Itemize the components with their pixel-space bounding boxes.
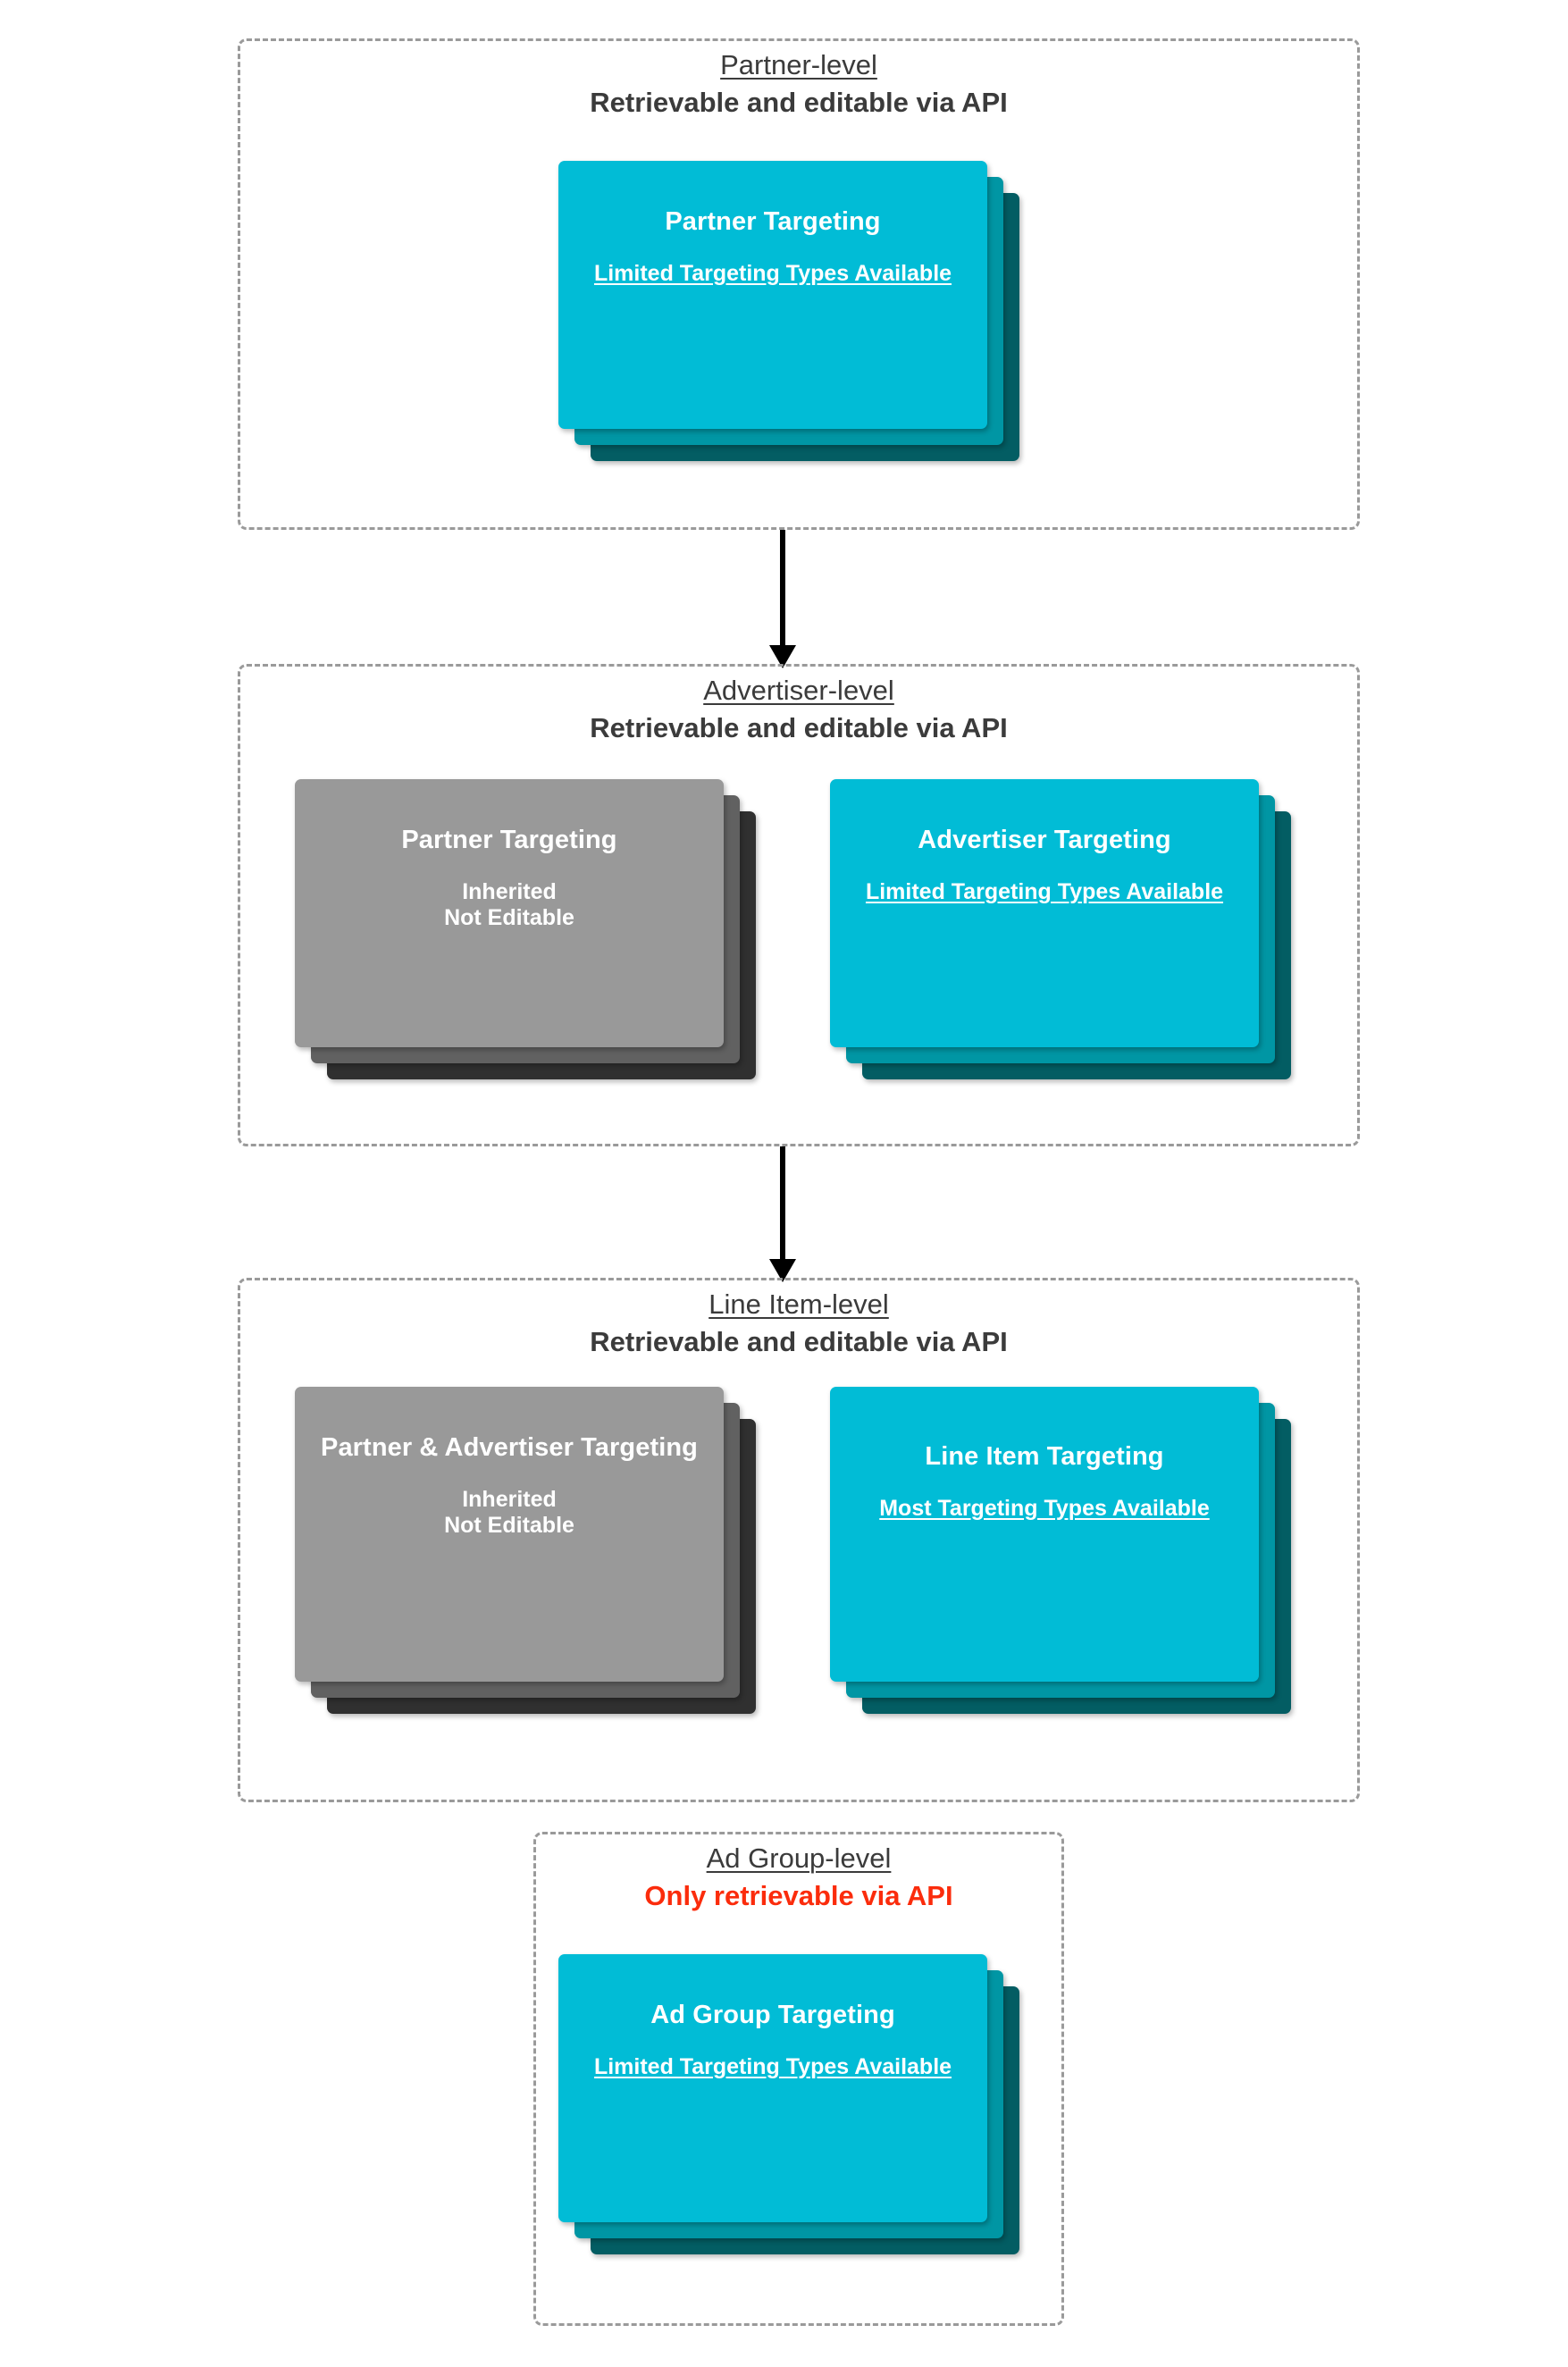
card-stack-ad-group-targeting[interactable]: Ad Group Targeting Limited Targeting Typ… [558, 1954, 1019, 2254]
card-body: Partner Targeting Inherited Not Editable [295, 779, 724, 1047]
connector-shaft [780, 530, 785, 645]
card-note: Limited Targeting Types Available [865, 878, 1224, 904]
connector-partner-to-advertiser [765, 530, 801, 668]
card-body: Ad Group Targeting Limited Targeting Typ… [558, 1954, 987, 2222]
card-title: Partner Targeting [401, 826, 617, 854]
level-section-line-item [238, 1278, 1360, 1802]
card-stack-partner-advertiser-targeting-inherited[interactable]: Partner & Advertiser Targeting Inherited… [295, 1387, 756, 1714]
card-body: Advertiser Targeting Limited Targeting T… [830, 779, 1259, 1047]
card-stack-partner-targeting-inherited[interactable]: Partner Targeting Inherited Not Editable [295, 779, 756, 1079]
card-stack-line-item-targeting[interactable]: Line Item Targeting Most Targeting Types… [830, 1387, 1291, 1714]
card-title: Ad Group Targeting [650, 2001, 895, 2029]
card-body: Partner Targeting Limited Targeting Type… [558, 161, 987, 429]
card-layer-front: Partner Targeting Inherited Not Editable [295, 779, 724, 1047]
level-section-ad-group [533, 1832, 1064, 2326]
card-layer-front: Partner & Advertiser Targeting Inherited… [295, 1387, 724, 1682]
card-title: Advertiser Targeting [918, 826, 1171, 854]
level-section-partner [238, 38, 1360, 530]
level-section-advertiser [238, 664, 1360, 1146]
card-title: Partner & Advertiser Targeting [321, 1433, 698, 1462]
card-layer-front: Ad Group Targeting Limited Targeting Typ… [558, 1954, 987, 2222]
card-layer-front: Line Item Targeting Most Targeting Types… [830, 1387, 1259, 1682]
card-note: Limited Targeting Types Available [593, 260, 952, 286]
card-title: Line Item Targeting [925, 1442, 1164, 1471]
card-note: Inherited Not Editable [444, 878, 574, 931]
card-note: Limited Targeting Types Available [593, 2053, 952, 2079]
card-note: Most Targeting Types Available [879, 1495, 1210, 1521]
connector-advertiser-to-line-item [765, 1146, 801, 1282]
card-title: Partner Targeting [665, 207, 881, 236]
card-stack-advertiser-targeting[interactable]: Advertiser Targeting Limited Targeting T… [830, 779, 1291, 1079]
card-body: Partner & Advertiser Targeting Inherited… [295, 1387, 724, 1682]
connector-shaft [780, 1146, 785, 1259]
card-note: Inherited Not Editable [444, 1486, 574, 1539]
card-layer-front: Partner Targeting Limited Targeting Type… [558, 161, 987, 429]
card-body: Line Item Targeting Most Targeting Types… [830, 1387, 1259, 1682]
card-stack-partner-targeting[interactable]: Partner Targeting Limited Targeting Type… [558, 161, 1019, 461]
card-layer-front: Advertiser Targeting Limited Targeting T… [830, 779, 1259, 1047]
